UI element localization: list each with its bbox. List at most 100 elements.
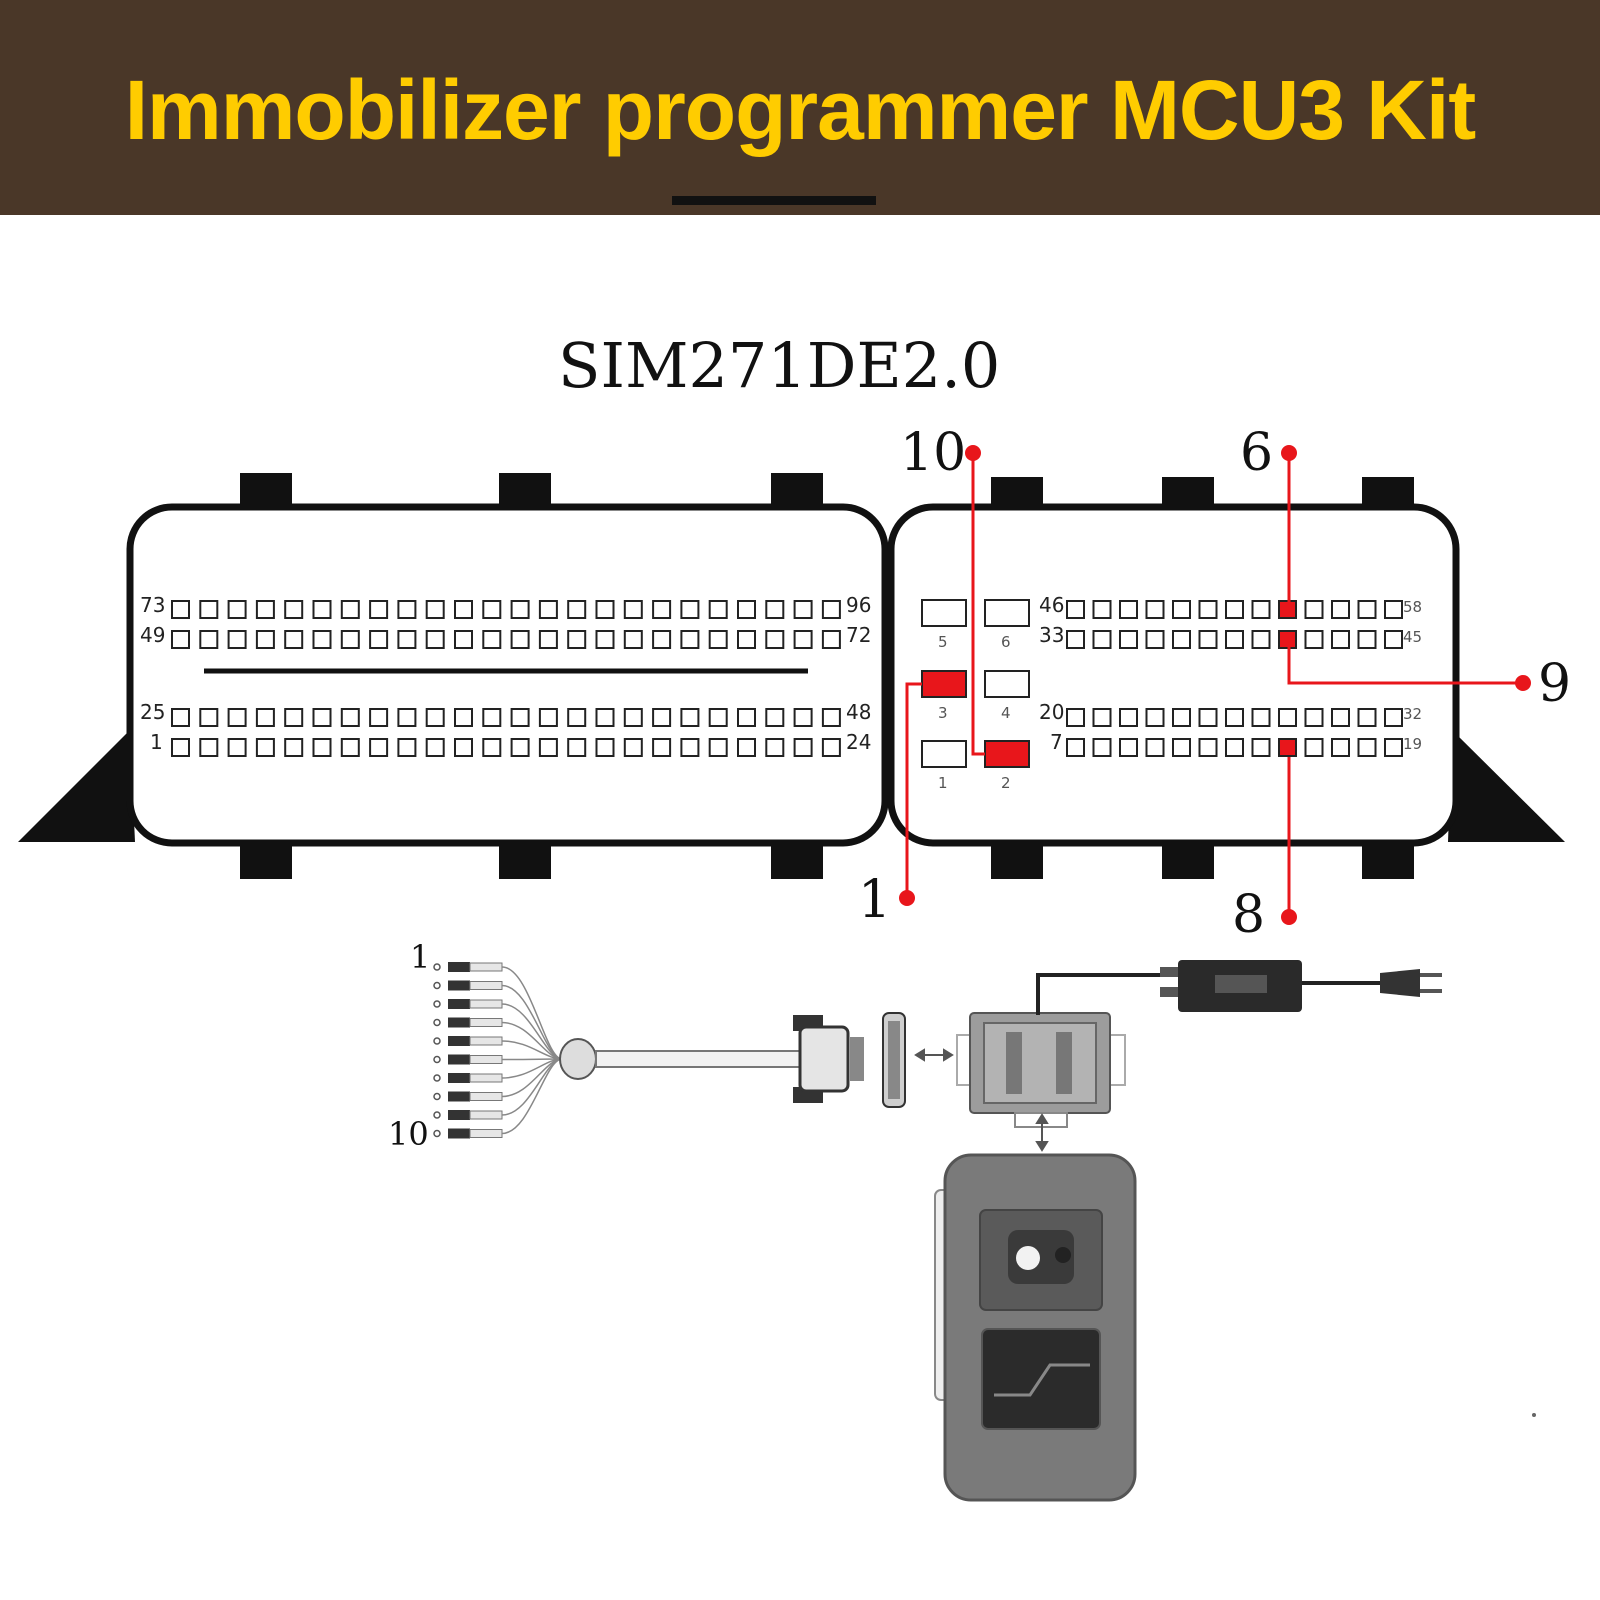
power-pin-2 [984,740,1030,768]
right-row-1-end: 58 [1403,598,1422,616]
right-connector-body [887,503,1460,847]
harness-lead-clip [448,1036,470,1046]
left-pin [454,630,473,649]
harness-lead-ring [433,1037,441,1045]
harness-lead-wire [501,966,563,1060]
left-pin [171,600,190,619]
harness-lead-clip [448,1017,470,1028]
left-pin [765,708,785,727]
left-pin [255,708,275,727]
power-pin-3 [921,670,967,698]
right-pin [1331,600,1350,619]
harness-lead-ring [433,1129,441,1138]
harness-lead-clip [448,999,470,1009]
left-pin [510,630,530,649]
left-pin [397,630,417,649]
right-pin [1119,630,1138,649]
right-pin [1225,738,1244,757]
wire-9 [1287,644,1523,685]
right-pin [1172,738,1191,757]
db25-connector [793,1015,864,1103]
left-pin [623,630,643,649]
left-pin [227,738,247,757]
right-pin [1357,708,1377,727]
right-pin [1304,708,1324,727]
harness-lead-ring [433,1018,441,1027]
left-pin [255,630,275,649]
power-pin-1-label: 1 [938,774,948,792]
right-pin [1119,708,1138,727]
harness-lead-ring [433,963,441,971]
callout-dots [899,445,1531,925]
power-pin-5-label: 5 [938,633,948,651]
right-pin [1304,600,1324,619]
left-pin [708,600,728,619]
left-pin [255,738,275,757]
right-pin [1251,630,1271,649]
left-pin [567,738,587,757]
power-pin-1 [921,740,967,768]
right-pin [1092,738,1112,757]
right-pin [1198,738,1218,757]
left-pin [312,708,332,727]
power-pin-5 [921,599,967,627]
right-connector-wing [1448,730,1565,842]
left-pin [595,708,615,727]
left-pin [454,708,473,727]
right-pin [1384,630,1403,649]
right-pin [1066,708,1085,727]
right-pin [1198,600,1218,619]
harness-lead-ring [433,1000,441,1008]
left-pin [171,708,190,727]
harness-lead-clip [448,980,470,991]
left-pin [454,600,473,619]
left-pin [312,600,332,619]
left-pin [793,630,813,649]
left-pin [171,738,190,757]
harness-lead-clip [448,1091,470,1102]
left-pin [227,708,247,727]
harness-lead-sleeve [469,981,503,990]
left-connector-tabs [240,473,823,879]
left-row-4-end: 24 [846,730,871,754]
harness-lead-ring [433,1092,441,1101]
left-pin [369,600,389,619]
left-row-3-end: 48 [846,700,871,724]
right-pin [1251,600,1271,619]
left-pin [284,738,304,757]
harness-lead-ring [433,981,441,990]
left-pin [199,708,219,727]
right-pin [1384,738,1403,757]
left-pin [397,600,417,619]
power-plug [1380,969,1442,997]
right-pin [1225,630,1244,649]
harness-lead-wire [501,1058,563,1061]
left-pin [397,738,417,757]
left-pin [538,738,558,757]
left-pin [538,630,558,649]
harness-lead-clip [448,1073,470,1083]
left-pin-grid [171,600,841,757]
right-pin [1225,600,1244,619]
left-pin [369,708,389,727]
right-pin [1066,600,1085,619]
left-pin [737,630,756,649]
left-pin [284,600,304,619]
left-pin [793,708,813,727]
main-cable [559,1038,801,1080]
right-pin [1119,738,1138,757]
harness-label-last: 10 [388,1115,429,1153]
right-pin [1357,630,1377,649]
left-pin [652,600,672,619]
power-pin-4-label: 4 [1001,704,1011,722]
key-programmer-device [934,1153,1137,1502]
harness-lead-sleeve [469,1129,503,1138]
db25-adapter [882,1012,906,1108]
left-pin [199,738,219,757]
right-pin [1066,738,1085,757]
right-pin [1092,630,1112,649]
left-pin [340,708,360,727]
left-pin [482,708,502,727]
left-pin [623,708,643,727]
right-pin [1278,708,1297,727]
